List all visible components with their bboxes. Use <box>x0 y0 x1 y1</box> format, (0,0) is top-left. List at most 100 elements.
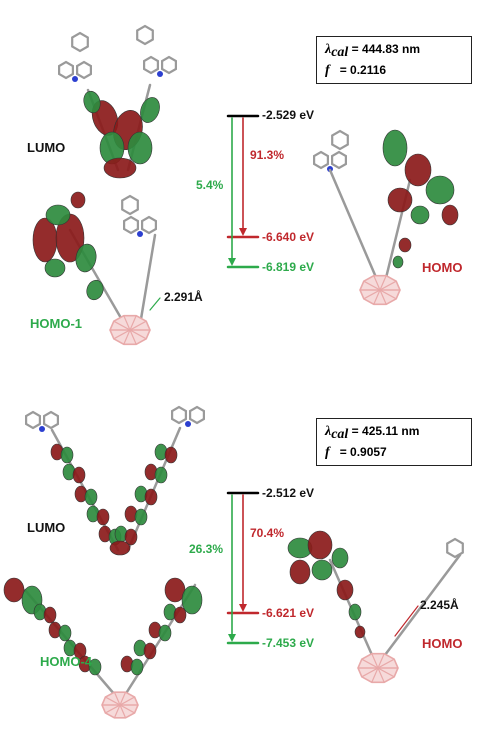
homo-minus-v-lobe-b-3 <box>88 658 102 676</box>
lumo-carbazole-left-1-nitrogen <box>72 76 78 82</box>
lumo-energy-2: -2.512 eV <box>262 486 315 500</box>
lumo-energy-1: -2.529 eV <box>262 108 315 122</box>
homo-minus-carbazole-right-1-ring-a <box>122 215 139 235</box>
lumo-v-lobe-b-7 <box>144 488 158 506</box>
homo-minus-lobe-5 <box>44 258 66 278</box>
oscillator-strength-2: = 0.9057 <box>339 445 387 460</box>
homo-energy-2: -6.621 eV <box>262 606 315 620</box>
homo-minus-v-lobe-b-0 <box>43 606 57 624</box>
lumo-tbutyl-right-1 <box>136 24 154 46</box>
lumo-carbazole-left-2-ring-b <box>42 410 60 430</box>
homo-v-lobe-7 <box>348 603 362 621</box>
bond-distance-2: 2.245Å <box>420 598 459 612</box>
lumo-lobe-4 <box>127 131 153 165</box>
lumo-v-lobe-b-5 <box>164 446 178 464</box>
green-arrowhead-2 <box>228 634 236 642</box>
homo-lobe-1 <box>382 129 408 167</box>
red-arrowhead-1 <box>239 228 247 236</box>
homo-v-lobe-2 <box>307 530 333 560</box>
homo-ring-right-2 <box>446 537 464 559</box>
homo-label-2: HOMO <box>422 636 463 651</box>
homo-tbutyl-1 <box>331 129 349 151</box>
green-contribution-1: 5.4% <box>196 178 224 192</box>
bond-distance-1: 2.291Å <box>164 290 203 304</box>
lumo-v-lobe-b-6 <box>154 466 168 484</box>
lumo-label-2: LUMO <box>27 520 66 535</box>
lumo-lobe-6 <box>140 97 160 123</box>
homo-carbazole-left-1-ring-b <box>331 150 347 170</box>
homo-label-1: HOMO <box>422 260 463 275</box>
lumo-v-lobe-b-3 <box>96 508 110 526</box>
lumo-carbazole-right-2-ring-a <box>171 405 187 425</box>
excitation-info-box-2: λcal = 425.11 nm f = 0.9057 <box>316 418 472 467</box>
homo-minus-lobe-1 <box>32 217 58 263</box>
lumo-carbazole-left-2-ring-a <box>25 410 42 430</box>
red-arrowhead-2 <box>239 604 247 612</box>
homo-lobe-8 <box>392 255 404 269</box>
homo-arm-right-2 <box>383 553 462 657</box>
homo-v-lobe-5 <box>331 547 349 569</box>
lumo-carbazole-left-2-nitrogen <box>39 426 45 432</box>
lumo-label-1: LUMO <box>27 140 66 155</box>
homo-minus-lobe-4 <box>75 243 97 273</box>
homo-minus-v-lobe-b-7 <box>130 658 144 676</box>
homo-arm-left-1 <box>328 168 380 284</box>
lumo-lobe-7 <box>83 90 101 114</box>
green-arrowhead-1 <box>228 258 236 266</box>
homo-lobe-6 <box>441 204 459 226</box>
lumo-v-lobe-b-0 <box>60 446 74 464</box>
lumo-carbazole-right-2-ring-b <box>189 405 205 425</box>
homo-lobe-4 <box>387 187 413 213</box>
homo-minus-energy-2: -7.453 eV <box>262 636 315 650</box>
lumo-carbazole-right-1-ring-b <box>161 55 177 75</box>
homo-carbazole-left-1-ring-a <box>313 150 329 170</box>
homo-minus-v-lobe-b-1 <box>58 624 72 642</box>
homo-v-lobe-6 <box>336 579 354 601</box>
lumo-carbazole-right-1-ring-a <box>143 55 159 75</box>
lumo-carbazole-left-1-ring-a <box>57 60 75 80</box>
lumo-lobe-5 <box>103 157 137 179</box>
lumo-carbazole-right-1-nitrogen <box>157 71 163 77</box>
homo-minus-label-2: HOMO-4 <box>40 654 92 669</box>
homo-minus-v-lobe-b-5 <box>158 624 172 642</box>
lumo-v-lobe-b-9 <box>124 528 138 546</box>
red-contribution-1: 91.3% <box>250 148 285 162</box>
lumo-carbazole-left-1-ring-b <box>75 60 93 80</box>
bond-distance-marker-2 <box>394 605 419 637</box>
homo-minus-carbazole-right-1-nitrogen <box>137 231 143 237</box>
lumo-v-lobe-b-2 <box>84 488 98 506</box>
lumo-v-lobe-b-1 <box>72 466 86 484</box>
homo-v-lobe-4 <box>311 559 333 581</box>
homo-minus-lobe-7 <box>70 191 86 209</box>
lambda-value-2: = 425.11 nm <box>351 424 420 438</box>
green-contribution-2: 26.3% <box>189 542 224 556</box>
homo-lobe-2 <box>404 153 432 187</box>
homo-v-lobe-8 <box>354 625 366 639</box>
homo-lobe-7 <box>398 237 412 253</box>
lambda-value-1: = 444.83 nm <box>351 42 421 56</box>
homo-minus-lobe-3 <box>45 204 71 226</box>
homo-lobe-3 <box>425 175 455 205</box>
homo-minus-tbutyl-1 <box>121 194 139 216</box>
lumo-tbutyl-left-1 <box>71 31 89 53</box>
homo-minus-energy-1: -6.819 eV <box>262 260 315 274</box>
homo-minus-v-lobe-b-4 <box>173 606 187 624</box>
homo-minus-arm-right-1 <box>138 233 157 327</box>
bond-distance-marker-1 <box>149 297 161 311</box>
homo-minus-v-lobe-4 <box>181 585 203 615</box>
lumo-carbazole-right-2-nitrogen <box>185 421 191 427</box>
homo-v-lobe-3 <box>289 559 311 585</box>
homo-lobe-5 <box>410 205 430 225</box>
lumo-v-lobe-b-8 <box>134 508 148 526</box>
homo-minus-label-1: HOMO-1 <box>30 316 82 331</box>
homo-minus-v-lobe-1 <box>3 577 25 603</box>
oscillator-strength-1: = 0.2116 <box>339 63 387 78</box>
homo-minus-v-lobe-b-6 <box>143 642 157 660</box>
excitation-info-box-1: λcal = 444.83 nm f = 0.2116 <box>316 36 472 85</box>
homo-energy-1: -6.640 eV <box>262 230 315 244</box>
lumo-v-bottom-lobe-2 <box>109 540 131 556</box>
red-contribution-2: 70.4% <box>250 526 285 540</box>
homo-minus-carbazole-right-1-ring-b <box>141 215 157 235</box>
